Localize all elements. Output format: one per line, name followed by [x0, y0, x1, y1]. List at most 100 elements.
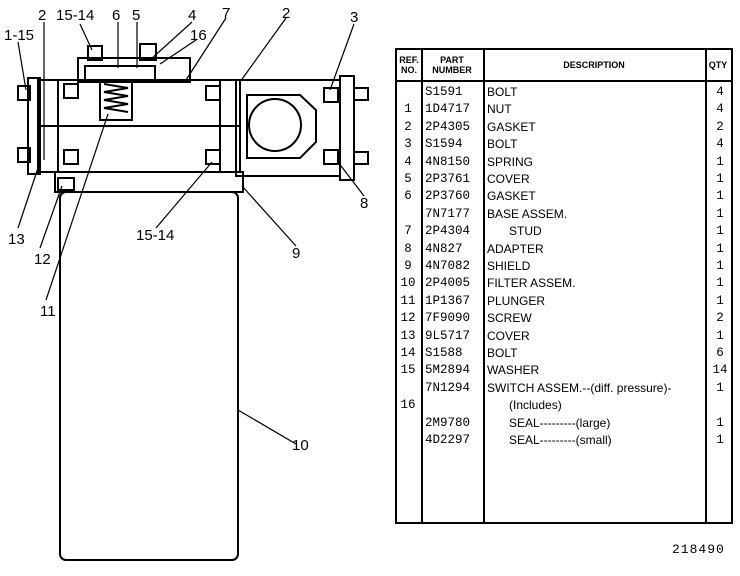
figure-number: 218490: [672, 542, 725, 557]
ref-cell: 1: [404, 102, 412, 117]
callout-11: 11: [40, 303, 56, 320]
description-cell: WASHER: [487, 363, 540, 378]
qty-cell: 4: [716, 102, 724, 117]
part-number-cell: 1P1367: [425, 293, 471, 308]
ref-cell: 13: [400, 328, 416, 343]
ref-cell: 5: [404, 172, 412, 186]
filter-assembly-diagram: 1-15 2 15-14 6 5 4 7 2 3 16 8 13 12 15-1…: [4, 5, 369, 561]
callout-2-left: 2: [38, 7, 46, 24]
callout-2-right: 2: [282, 5, 290, 22]
qty-cell: 1: [716, 259, 724, 273]
description-cell: ADAPTER: [487, 241, 544, 256]
description-cell: SCREW: [487, 311, 532, 326]
qty-cell: 1: [716, 380, 724, 395]
ref-cell: 16: [400, 398, 416, 413]
description-cell: COVER: [487, 328, 530, 343]
qty-cell: 1: [716, 328, 724, 343]
description-cell: FILTER ASSEM.: [487, 276, 576, 291]
description-cell: BOLT: [487, 346, 518, 360]
callout-12: 12: [34, 251, 51, 268]
qty-cell: 2: [716, 119, 724, 134]
callout-3: 3: [350, 9, 358, 26]
description-cell: GASKET: [487, 119, 536, 134]
parts-table: REF. NO. PART NUMBER DESCRIPTION QTY S15…: [395, 48, 733, 524]
part-number-cell: 9L5717: [425, 328, 471, 343]
part-number-cell: S1594: [425, 137, 463, 152]
table-row: 1 1D4717 NUT 4: [397, 101, 731, 118]
qty-cell: 1: [716, 206, 724, 221]
part-number-cell: 2P4005: [425, 276, 471, 291]
description-cell: BOLT: [487, 137, 518, 152]
description-cell: SHIELD: [487, 259, 531, 273]
ref-cell: 6: [404, 189, 412, 204]
description-cell: COVER: [487, 172, 530, 186]
callout-6: 6: [112, 7, 120, 24]
filter-canister: [59, 191, 239, 561]
table-row: 7N7177 BASE ASSEM. 1: [397, 206, 731, 223]
ref-cell: 11: [400, 293, 416, 308]
qty-cell: 1: [716, 433, 724, 447]
description-cell: BASE ASSEM.: [487, 206, 568, 221]
callout-10: 10: [292, 437, 309, 454]
part-number-cell: 1D4717: [425, 102, 471, 117]
callout-9: 9: [292, 245, 300, 262]
part-number-cell: 7N1294: [425, 380, 471, 395]
part-number-cell: S1591: [425, 85, 463, 99]
qty-cell: 1: [716, 293, 724, 308]
part-number-cell: 7N7177: [425, 206, 471, 221]
callout-1-15: 1-15: [4, 27, 34, 44]
header-qty: QTY: [705, 50, 731, 82]
adapter-port: [248, 98, 302, 152]
ref-cell: 9: [404, 259, 412, 273]
ref-cell: 4: [404, 154, 412, 169]
description-cell: SWITCH ASSEM.--(diff. pressure)-: [487, 380, 672, 395]
callout-15-14-top: 15-14: [56, 7, 94, 24]
spring: [103, 83, 129, 113]
table-row: 11 1P1367 PLUNGER 1: [397, 293, 731, 310]
ref-cell: 14: [400, 346, 416, 360]
ref-cell: 12: [400, 311, 416, 326]
qty-cell: 2: [716, 311, 724, 326]
callout-13: 13: [8, 231, 25, 248]
ref-cell: 7: [404, 224, 412, 239]
qty-cell: 1: [716, 189, 724, 204]
header-description: DESCRIPTION: [483, 50, 705, 82]
callout-5: 5: [132, 7, 140, 24]
qty-cell: 1: [716, 241, 724, 256]
part-number-cell: 2P4305: [425, 119, 471, 134]
ref-cell: 8: [404, 241, 412, 256]
header-ref: REF. NO.: [397, 50, 421, 82]
table-row: 7N1294 SWITCH ASSEM.--(diff. pressure)- 1: [397, 380, 731, 397]
left-cover: [27, 77, 41, 175]
description-cell: (Includes): [509, 398, 562, 413]
callout-16: 16: [190, 27, 207, 44]
description-cell: SEAL---------(large): [509, 415, 611, 430]
table-row: 12 7F9090 SCREW 2: [397, 310, 731, 327]
part-number-cell: 2M9780: [425, 415, 471, 430]
description-cell: NUT: [487, 102, 512, 117]
callout-15-14-bottom: 15-14: [136, 227, 174, 244]
description-cell: STUD: [509, 224, 542, 239]
description-cell: SPRING: [487, 154, 534, 169]
description-cell: PLUNGER: [487, 293, 546, 308]
ref-cell: 2: [404, 119, 412, 134]
ref-cell: 10: [400, 276, 416, 291]
description-cell: BOLT: [487, 85, 518, 99]
qty-cell: 1: [716, 154, 724, 169]
part-number-cell: 4D2297: [425, 433, 471, 447]
table-row: 16 (Includes): [397, 397, 731, 414]
qty-cell: 6: [716, 346, 724, 360]
callout-7: 7: [222, 5, 230, 22]
description-cell: GASKET: [487, 189, 536, 204]
part-number-cell: 7F9090: [425, 311, 471, 326]
